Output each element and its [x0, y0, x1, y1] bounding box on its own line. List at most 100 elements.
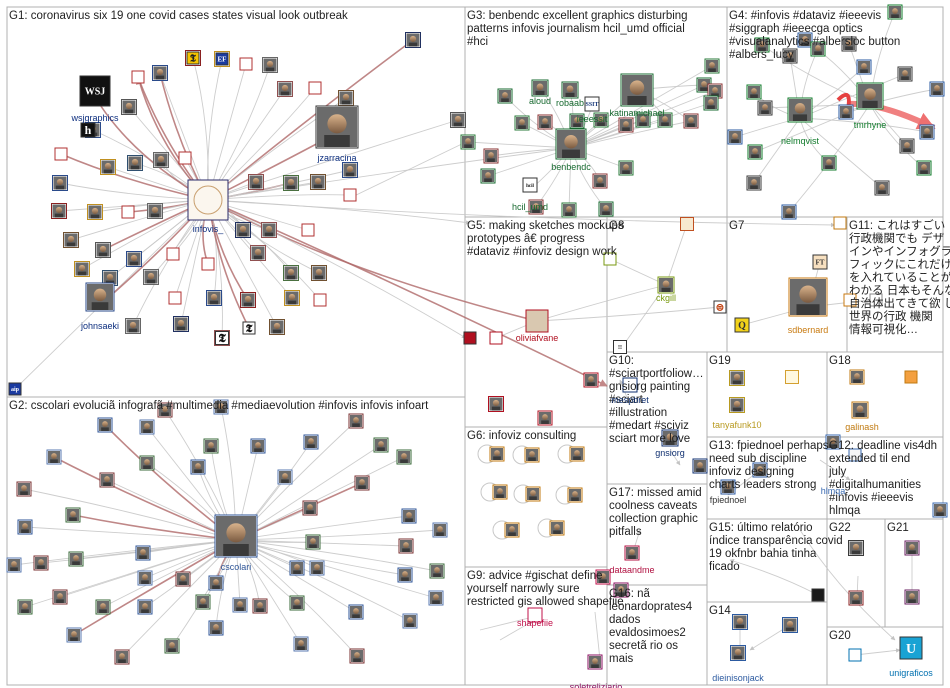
dieinisonjack-avatar[interactable]: [730, 645, 746, 661]
avatar[interactable]: [848, 590, 864, 606]
avatar[interactable]: [277, 81, 293, 97]
node-icon[interactable]: !!: [613, 340, 627, 354]
avatar[interactable]: [203, 438, 219, 454]
avatar[interactable]: [488, 396, 504, 412]
avatar[interactable]: [137, 570, 153, 586]
h-logo-icon[interactable]: h: [80, 122, 96, 138]
avatar[interactable]: [595, 569, 611, 585]
ft-logo-icon[interactable]: FT: [812, 254, 828, 270]
avatar[interactable]: [707, 83, 723, 99]
avatar[interactable]: [593, 112, 609, 128]
avatar[interactable]: [46, 449, 62, 465]
avatar[interactable]: [342, 162, 358, 178]
node-icon[interactable]: [848, 448, 862, 462]
ckgill-avatar[interactable]: [657, 276, 675, 294]
avatar[interactable]: [102, 270, 118, 286]
fpiednoel-avatar[interactable]: [720, 479, 736, 495]
avatar[interactable]: [841, 36, 857, 52]
avatar[interactable]: [899, 138, 915, 154]
johnsaeki-avatar[interactable]: [85, 282, 115, 312]
avatar[interactable]: [66, 627, 82, 643]
mespbret-avatar[interactable]: [622, 377, 638, 393]
aloud-avatar[interactable]: [531, 79, 549, 97]
node-icon[interactable]: ⊜: [713, 300, 727, 314]
node-icon[interactable]: [168, 291, 182, 305]
ssit-logo-icon[interactable]: SSIT: [584, 96, 600, 112]
avatar[interactable]: [569, 113, 585, 129]
avatar[interactable]: [303, 434, 319, 450]
avatar[interactable]: [402, 613, 418, 629]
avatar[interactable]: [126, 251, 142, 267]
avatar[interactable]: [874, 180, 890, 196]
avatar[interactable]: [856, 59, 872, 75]
avatar[interactable]: [95, 599, 111, 615]
node-icon[interactable]: [131, 70, 145, 84]
gnsiorg-avatar[interactable]: [661, 429, 679, 447]
node-icon[interactable]: [811, 588, 825, 602]
avatar[interactable]: [235, 222, 251, 238]
avatar[interactable]: [114, 649, 130, 665]
avatar[interactable]: [175, 571, 191, 587]
avatar[interactable]: [121, 99, 137, 115]
avatar[interactable]: [232, 597, 248, 613]
avatar[interactable]: [269, 319, 285, 335]
avatar[interactable]: [125, 318, 141, 334]
nelmqvist-avatar[interactable]: [787, 97, 813, 123]
avatar[interactable]: [373, 437, 389, 453]
galinash-avatar[interactable]: [851, 401, 869, 419]
avatar[interactable]: [692, 458, 708, 474]
avatar[interactable]: [683, 113, 699, 129]
avatar[interactable]: [283, 265, 299, 281]
avatar[interactable]: [782, 617, 798, 633]
avatar[interactable]: [497, 88, 513, 104]
avatar[interactable]: [309, 560, 325, 576]
avatar[interactable]: [190, 459, 206, 475]
avatar[interactable]: [65, 507, 81, 523]
avatar[interactable]: [613, 582, 629, 598]
hcil-logo-icon[interactable]: hcil: [522, 177, 538, 193]
avatar[interactable]: [100, 159, 116, 175]
avatar[interactable]: [284, 290, 300, 306]
avatar[interactable]: [797, 32, 813, 48]
avatar[interactable]: [782, 48, 798, 64]
avatar[interactable]: [525, 486, 541, 502]
avatar[interactable]: [618, 117, 634, 133]
node-icon[interactable]: [833, 216, 847, 230]
avatar[interactable]: [524, 447, 540, 463]
avatar[interactable]: [95, 242, 111, 258]
avatar[interactable]: [781, 204, 797, 220]
avatar[interactable]: [252, 598, 268, 614]
oliviafvane-avatar[interactable]: [525, 309, 549, 333]
node-icon[interactable]: [313, 293, 327, 307]
avatar[interactable]: [838, 104, 854, 120]
avatar[interactable]: [16, 481, 32, 497]
avatar[interactable]: [904, 589, 920, 605]
node-icon[interactable]: [869, 293, 883, 307]
avatar[interactable]: [248, 174, 264, 190]
avatar[interactable]: [52, 589, 68, 605]
avatar[interactable]: [302, 500, 318, 516]
avatar[interactable]: [52, 175, 68, 191]
avatar[interactable]: [746, 175, 762, 191]
avatar[interactable]: [139, 419, 155, 435]
node-icon[interactable]: [178, 151, 192, 165]
node-icon[interactable]: [201, 257, 215, 271]
avatar[interactable]: [74, 261, 90, 277]
avatar[interactable]: [277, 469, 293, 485]
avatar[interactable]: [293, 636, 309, 652]
avatar[interactable]: [51, 203, 67, 219]
avatar[interactable]: [349, 648, 365, 664]
avatar[interactable]: [729, 370, 745, 386]
avatar[interactable]: [289, 560, 305, 576]
infovis-hub-avatar[interactable]: [187, 179, 229, 221]
cscolari-avatar[interactable]: [214, 514, 258, 558]
wsj-logo-icon[interactable]: WSJ: [79, 75, 111, 107]
avatar[interactable]: [153, 152, 169, 168]
avatar[interactable]: [213, 399, 229, 415]
avatar[interactable]: [492, 484, 508, 500]
avatar[interactable]: [311, 265, 327, 281]
avatar[interactable]: [428, 590, 444, 606]
avatar[interactable]: [729, 397, 745, 413]
avatar[interactable]: [567, 487, 583, 503]
avatar[interactable]: [33, 555, 49, 571]
